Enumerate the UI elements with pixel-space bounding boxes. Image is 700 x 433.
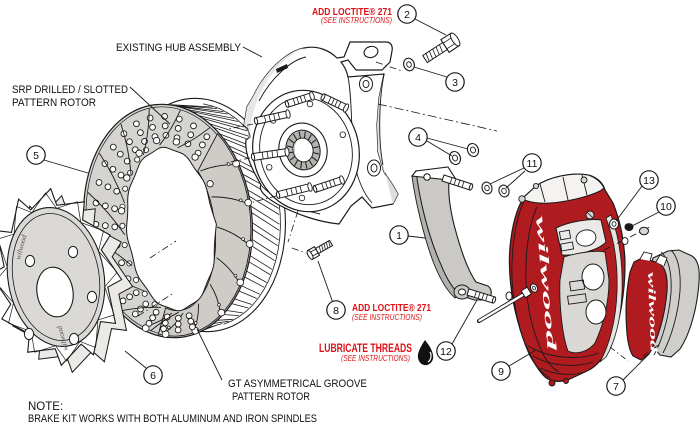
- svg-text:EXISTING HUB ASSEMBLY: EXISTING HUB ASSEMBLY: [116, 42, 242, 54]
- svg-text:8: 8: [333, 305, 339, 317]
- svg-text:9: 9: [498, 366, 504, 378]
- svg-text:5: 5: [33, 150, 39, 162]
- svg-text:ADD LOCTITE® 271: ADD LOCTITE® 271: [312, 6, 392, 18]
- svg-text:13: 13: [643, 175, 655, 187]
- svg-text:BRAKE KIT WORKS WITH BOTH ALUM: BRAKE KIT WORKS WITH BOTH ALUMINUM AND I…: [28, 413, 317, 425]
- svg-text:2: 2: [404, 9, 410, 21]
- svg-text:(SEE INSTRUCTIONS): (SEE INSTRUCTIONS): [352, 313, 422, 322]
- svg-text:(SEE INSTRUCTIONS): (SEE INSTRUCTIONS): [341, 354, 410, 363]
- svg-text:12: 12: [440, 346, 452, 358]
- svg-text:11: 11: [527, 158, 538, 170]
- svg-text:10: 10: [660, 201, 672, 213]
- svg-text:4: 4: [415, 132, 421, 144]
- svg-text:wilwood: wilwood: [645, 272, 659, 355]
- svg-text:1: 1: [396, 230, 402, 242]
- svg-text:PATTERN ROTOR: PATTERN ROTOR: [232, 391, 310, 403]
- svg-text:ADD LOCTITE® 271: ADD LOCTITE® 271: [352, 302, 431, 314]
- svg-text:GT ASYMMETRICAL GROOVE: GT ASYMMETRICAL GROOVE: [228, 378, 367, 390]
- svg-text:SRP DRILLED / SLOTTED: SRP DRILLED / SLOTTED: [12, 84, 128, 96]
- svg-text:7: 7: [613, 381, 619, 393]
- svg-text:6: 6: [150, 370, 156, 382]
- svg-text:LUBRICATE THREADS: LUBRICATE THREADS: [319, 343, 412, 355]
- svg-text:3: 3: [452, 77, 458, 89]
- svg-text:NOTE:: NOTE:: [28, 401, 63, 413]
- svg-text:(SEE INSTRUCTIONS): (SEE INSTRUCTIONS): [321, 16, 392, 25]
- svg-text:PATTERN ROTOR: PATTERN ROTOR: [12, 97, 96, 109]
